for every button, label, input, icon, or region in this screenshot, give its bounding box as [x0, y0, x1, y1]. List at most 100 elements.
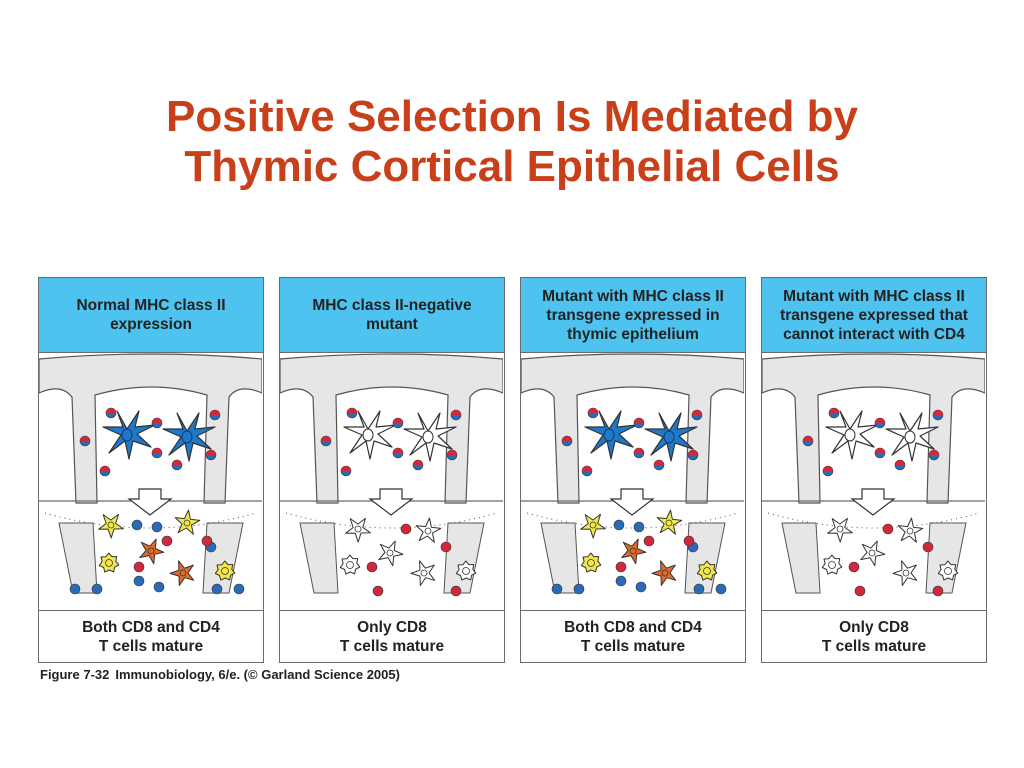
t-cell-nucleus	[836, 525, 844, 533]
mature-thymocyte	[440, 541, 452, 553]
thymocyte-half	[210, 410, 220, 415]
thymocyte-half	[172, 460, 182, 465]
panel-header: Normal MHC class II expression	[39, 278, 263, 353]
cortex-structure	[520, 353, 745, 594]
dying-cell-nucleus	[703, 567, 711, 575]
dying-cell	[214, 560, 236, 581]
thymocyte-half	[447, 450, 457, 455]
header-line: transgene expressed that	[780, 306, 968, 324]
t-cell	[656, 509, 683, 535]
t-cell	[378, 540, 404, 567]
mature-thymocyte	[635, 581, 647, 593]
cell-nucleus	[362, 428, 374, 442]
mature-thymocyte	[233, 583, 245, 595]
header-line: cannot interact with CD4	[783, 325, 965, 343]
thymocyte-half	[393, 418, 403, 423]
t-cell	[621, 538, 647, 565]
dying-cell	[937, 560, 959, 581]
thymocyte-half	[582, 466, 592, 471]
thymus-svg	[279, 353, 504, 597]
dying-cell	[696, 560, 718, 581]
t-cell-nucleus	[107, 521, 115, 529]
thymocyte-half	[413, 460, 423, 465]
footer-line: T cells mature	[98, 637, 204, 655]
mature-thymocyte	[450, 585, 462, 597]
thymocyte-half	[152, 418, 162, 423]
mature-thymocyte	[643, 535, 655, 547]
mature-thymocyte	[615, 575, 627, 587]
header-line: transgene expressed in	[546, 306, 720, 324]
cell-nucleus	[181, 430, 193, 444]
panel-header: Mutant with MHC class II transgene expre…	[762, 278, 986, 353]
thymocyte-half	[451, 410, 461, 415]
t-cell	[174, 509, 201, 535]
t-cell-nucleus	[868, 549, 876, 557]
t-cell-nucleus	[354, 525, 362, 533]
medulla-cells	[551, 509, 727, 595]
panel-footer: Only CD8 T cells mature	[280, 610, 504, 662]
mature-thymocyte	[573, 583, 585, 595]
dying-cell	[339, 554, 361, 575]
t-cell-nucleus	[147, 547, 155, 555]
cortex-structure	[279, 353, 504, 594]
cortical-thymocytes	[561, 407, 703, 477]
mature-thymocyte	[615, 561, 627, 573]
t-cell	[892, 560, 918, 586]
thymocyte-half	[875, 448, 885, 453]
mature-thymocyte	[153, 581, 165, 593]
cell-nucleus	[603, 428, 615, 442]
mature-thymocyte	[366, 561, 378, 573]
epithelial-cell	[644, 412, 698, 462]
thymocyte-half	[206, 450, 216, 455]
header-line: expression	[110, 316, 192, 333]
mature-thymocyte	[633, 521, 645, 533]
medulla-pillar-right	[684, 522, 726, 594]
t-cell-nucleus	[589, 521, 597, 529]
mature-thymocyte	[683, 535, 695, 547]
thymocyte-half	[929, 450, 939, 455]
mature-thymocyte	[551, 583, 563, 595]
medulla-cells	[821, 517, 959, 597]
cortex-structure	[38, 353, 263, 594]
title-line-2: Thymic Cortical Epithelial Cells	[184, 142, 840, 191]
thymocyte-half	[688, 450, 698, 455]
figure-number: Figure 7-32	[40, 667, 110, 682]
thymocyte-half	[321, 436, 331, 441]
panel-footer: Both CD8 and CD4 T cells mature	[521, 610, 745, 662]
mature-thymocyte	[161, 535, 173, 547]
header-line: Mutant with MHC class II	[783, 287, 965, 305]
cell-nucleus	[844, 428, 856, 442]
t-cell	[897, 517, 924, 543]
mature-thymocyte	[201, 535, 213, 547]
panel-header: Mutant with MHC class II transgene expre…	[521, 278, 745, 353]
cortex-frame	[520, 353, 745, 504]
panel-footer: Both CD8 and CD4 T cells mature	[39, 610, 263, 662]
thymocyte-half	[393, 448, 403, 453]
dying-cell	[821, 554, 843, 575]
medulla-pillar-left	[540, 522, 580, 594]
t-cell-nucleus	[902, 569, 910, 577]
title-line-1: Positive Selection Is Mediated by	[166, 92, 858, 141]
panel-transgene-epithelium: Mutant with MHC class II transgene expre…	[520, 277, 746, 663]
dying-cell-nucleus	[105, 559, 113, 567]
cortical-thymocytes	[79, 407, 221, 477]
thymus-illustration	[520, 353, 745, 610]
medulla-pillar-left	[299, 522, 339, 594]
thymocyte-half	[100, 466, 110, 471]
epithelial-cell	[162, 412, 216, 462]
dying-cell-nucleus	[587, 559, 595, 567]
epithelial-cell	[102, 410, 156, 460]
panel-footer: Only CD8 T cells mature	[762, 610, 986, 662]
footer-line: Both CD8 and CD4	[564, 618, 702, 636]
mature-thymocyte	[715, 583, 727, 595]
epithelial-cell	[584, 410, 638, 460]
cortical-thymocytes	[320, 407, 462, 477]
header-line: Normal MHC class II	[76, 297, 226, 314]
t-cell-nucleus	[665, 519, 673, 527]
thymocyte-half	[588, 408, 598, 413]
medulla-pillar-left	[781, 522, 821, 594]
mature-thymocyte	[400, 523, 412, 535]
footer-line: T cells mature	[339, 637, 445, 655]
cell-nucleus	[904, 430, 916, 444]
